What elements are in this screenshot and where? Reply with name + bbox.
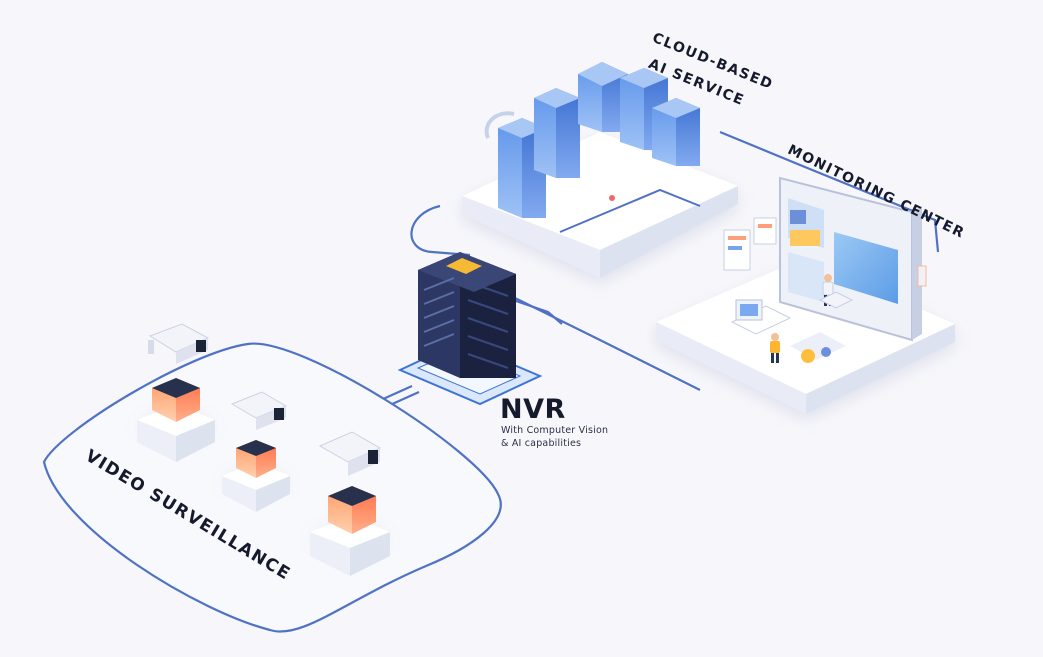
workstation-desk (730, 299, 846, 363)
video-surveillance-node (42, 323, 502, 633)
camera-unit (137, 323, 215, 462)
cloud-building (534, 88, 580, 178)
person (770, 333, 780, 363)
security-camera-icon (318, 431, 382, 476)
nvr-subtitle-line2: & AI capabilities (501, 438, 582, 449)
cloud-ai-service-node (462, 62, 738, 278)
security-camera-icon (148, 323, 210, 364)
security-camera-icon (230, 391, 288, 430)
monitoring-center-node (656, 176, 955, 414)
nvr-server-rack (418, 252, 516, 378)
camera-unit (222, 391, 290, 512)
nvr-label: NVR (500, 394, 566, 425)
cloud-building (620, 68, 668, 150)
nvr-node (397, 252, 543, 406)
monitoring-panel (723, 217, 777, 271)
monitor-screen (779, 176, 922, 342)
edge-cloud-to-monitoring (719, 130, 940, 253)
cloud-building (652, 98, 700, 166)
edge-nvr-to-monitoring (514, 297, 701, 391)
nvr-subtitle-line1: With Computer Vision (501, 425, 609, 436)
camera-unit (310, 431, 390, 576)
